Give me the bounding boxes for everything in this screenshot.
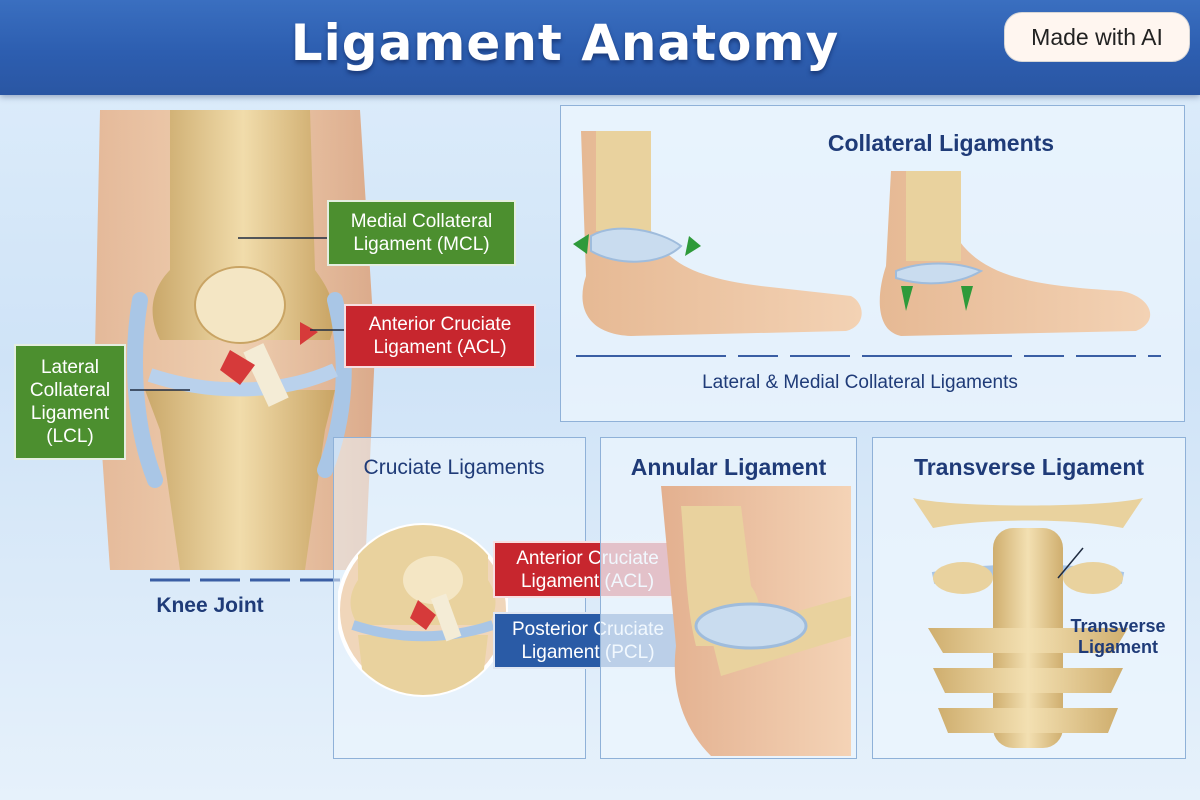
elbow-illustration	[661, 486, 851, 756]
lcl-callout: Lateral Collateral Ligament (LCL)	[14, 344, 126, 460]
annular-ligament-panel: Annular Ligament	[600, 437, 857, 759]
collateral-ligaments-panel: Collateral Ligaments Lateral & Medial Co…	[560, 105, 1185, 422]
cruciate-ligaments-title: Cruciate Ligaments	[363, 456, 545, 479]
annular-ligament-title: Annular Ligament	[630, 454, 827, 480]
knee-illustration	[95, 110, 375, 582]
ankle-feet-illustration	[573, 131, 1161, 357]
collateral-ligaments-title: Collateral Ligaments	[827, 130, 1055, 156]
knee-joint-label: Knee Joint	[156, 594, 264, 617]
transverse-ligament-title: Transverse Ligament	[913, 454, 1145, 480]
mcl-callout: Medial Collateral Ligament (MCL)	[327, 200, 516, 266]
collateral-caption: Lateral & Medial Collateral Ligaments	[702, 372, 1018, 393]
cruciate-knee-illustration	[338, 523, 508, 697]
transverse-ligament-label: Transverse Ligament	[1070, 616, 1166, 657]
acl-callout-knee: Anterior Cruciate Ligament (ACL)	[344, 304, 536, 368]
transverse-ligament-panel: Transverse Ligament Transverse Ligament	[872, 437, 1186, 759]
made-with-ai-badge: Made with AI	[1004, 12, 1190, 62]
page-title: Ligament Anatomy	[290, 14, 840, 72]
cervical-spine-illustration	[913, 498, 1143, 748]
header-bar: Ligament Anatomy Made with AI	[0, 0, 1200, 95]
knee-leader-lines	[130, 237, 345, 391]
